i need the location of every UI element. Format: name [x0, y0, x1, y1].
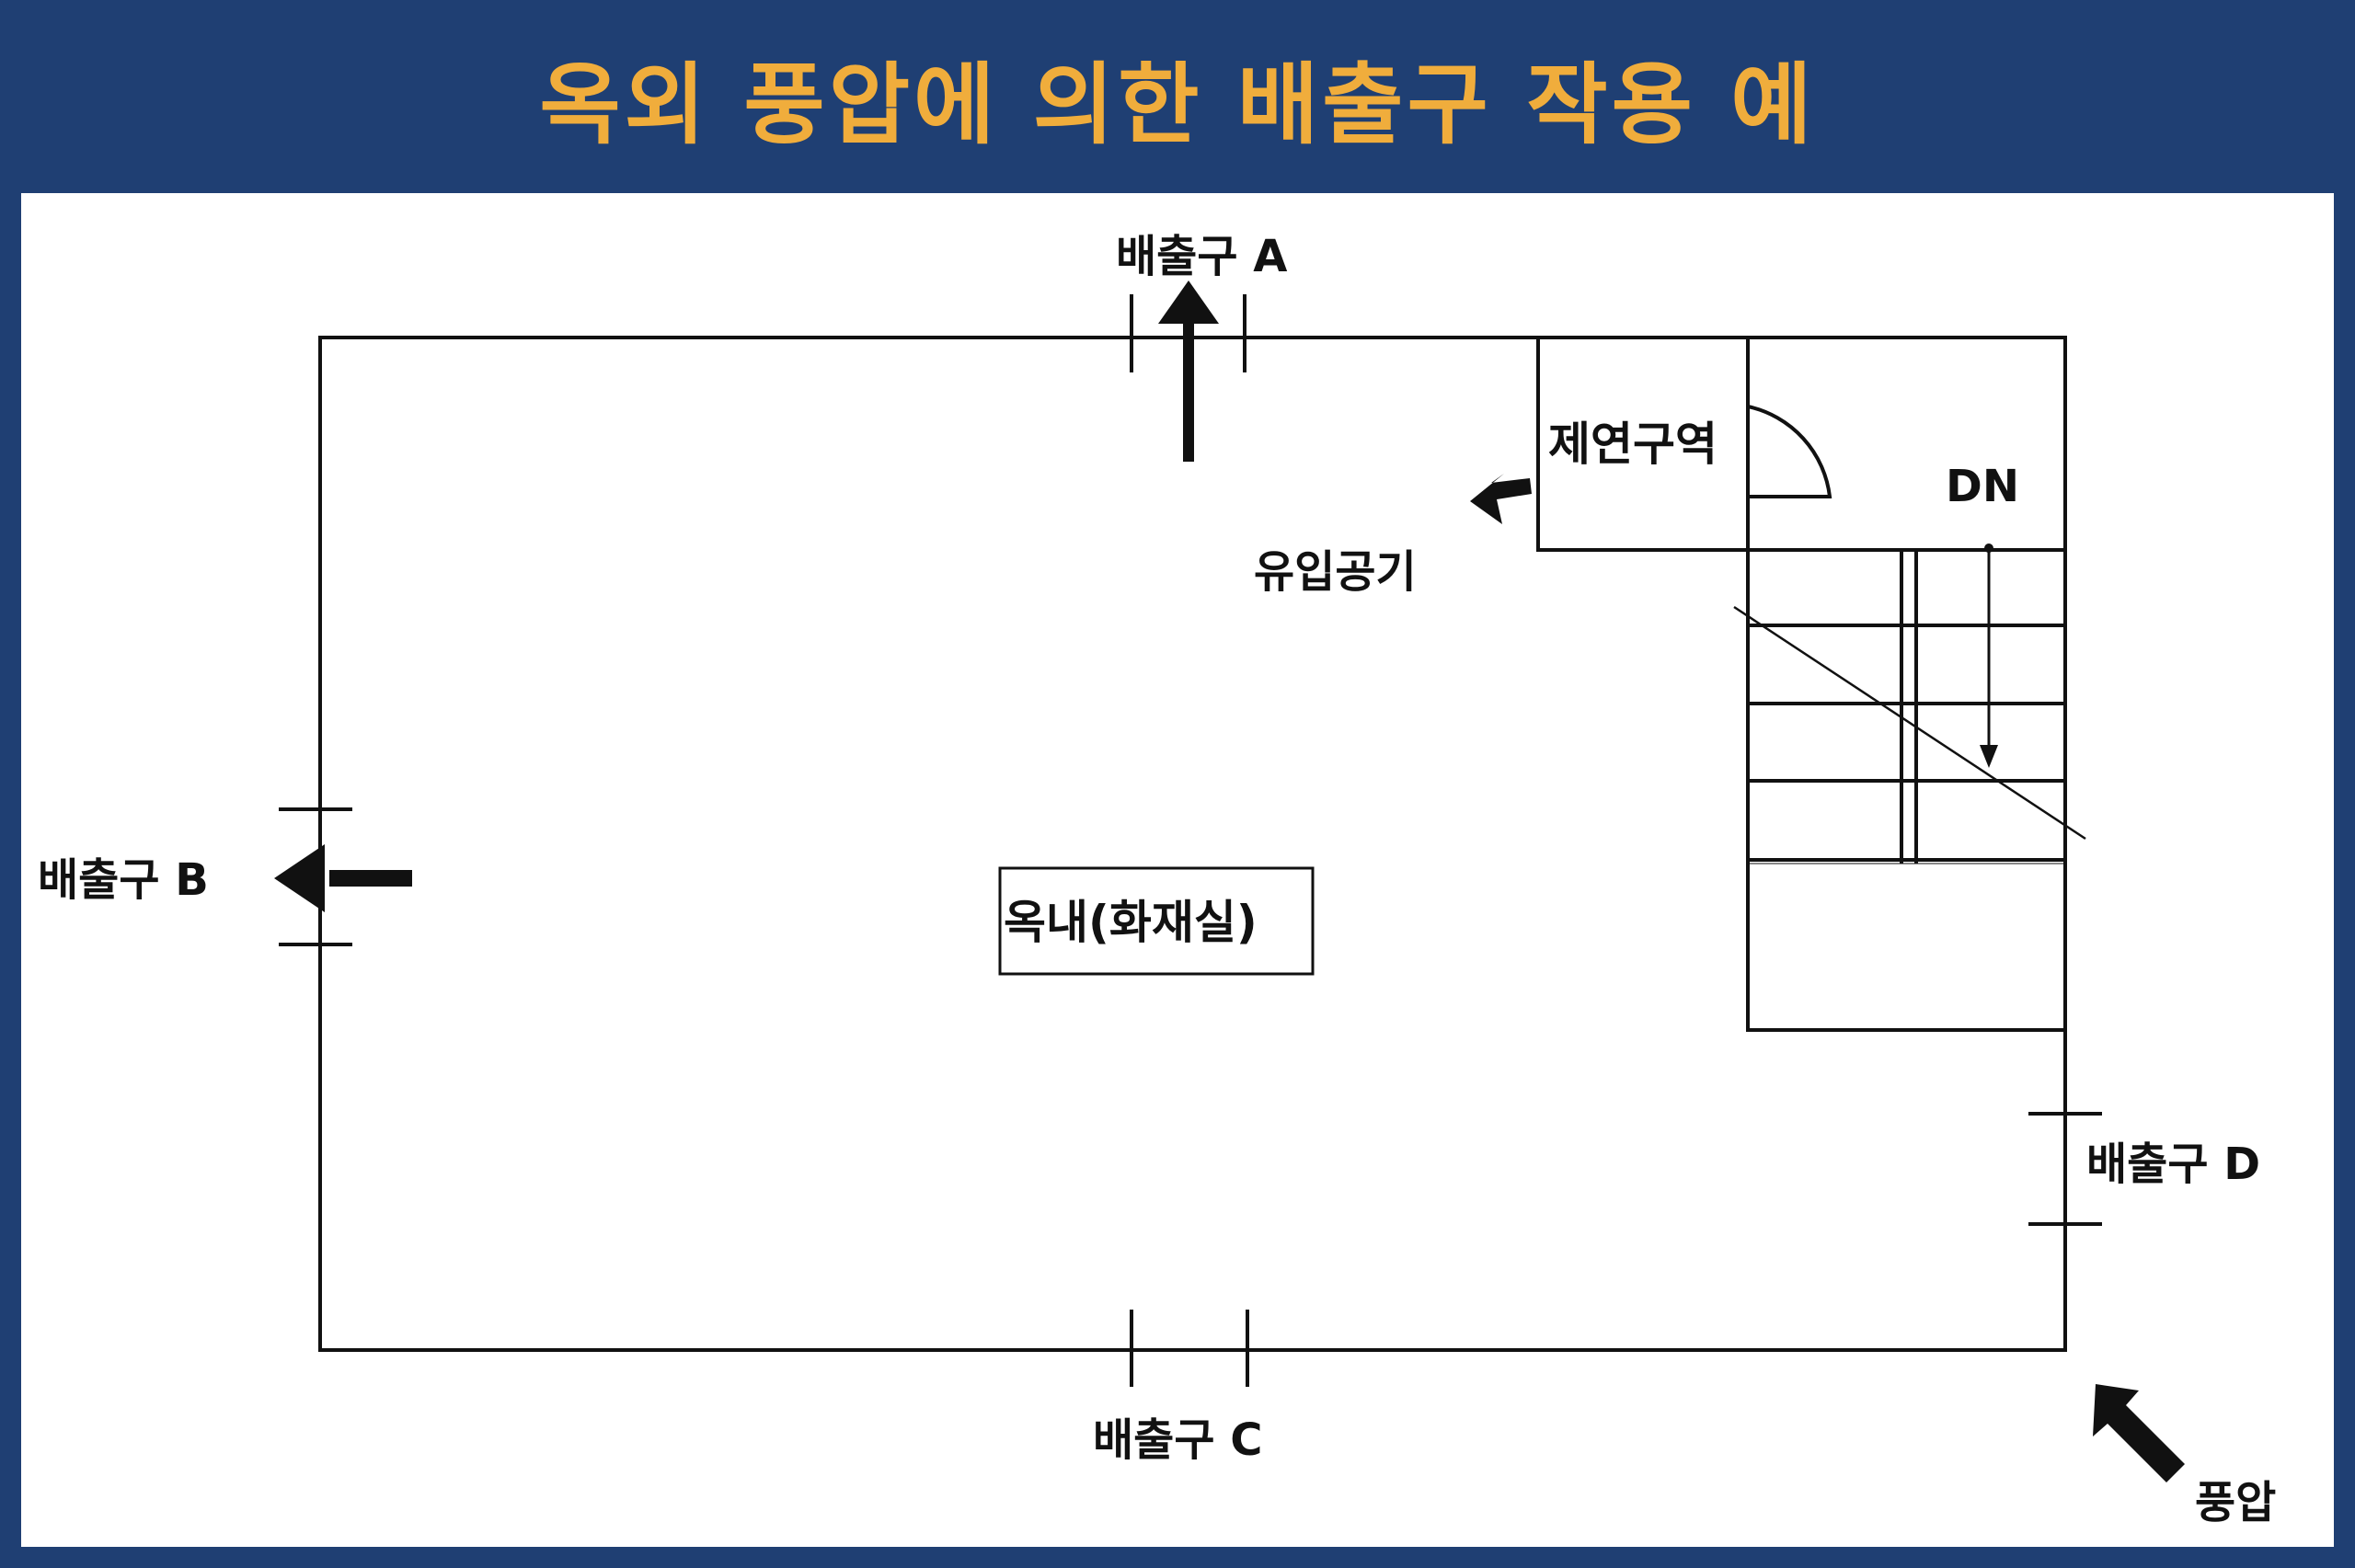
smoke-zone-outline — [1536, 338, 1750, 552]
wind-pressure-label: 풍압 — [2195, 1477, 2276, 1528]
outlet-b-label: 배출구 B — [38, 854, 209, 906]
outlet-a-label: 배출구 A — [1116, 231, 1287, 282]
inflow-arrow — [1470, 474, 1532, 524]
diagram-panel: 배출구 A 배출구 B 배출구 C 배출구 D 제연구역 유입공기 DN 옥내(… — [21, 193, 2334, 1547]
inflow-air-label: 유입공기 — [1254, 546, 1417, 598]
room-label-box — [998, 866, 1315, 976]
wind-pressure-arrow — [2093, 1384, 2185, 1482]
outlet-b-arrow-shaft — [329, 870, 412, 887]
dn-label: DN — [1946, 461, 2019, 512]
smoke-zone-label: 제연구역 — [1548, 418, 1717, 471]
room-label: 옥내(화재실) — [1004, 896, 1258, 949]
dn-arrow-head — [1980, 745, 1998, 768]
outlet-a-arrow-head — [1158, 280, 1219, 324]
dn-start-dot — [1984, 544, 1993, 553]
building-outline — [318, 336, 2067, 1352]
stair-cut-line — [1733, 605, 2086, 841]
outlet-a-arrow-shaft — [1183, 296, 1194, 462]
outlet-d-label: 배출구 D — [2086, 1139, 2260, 1190]
floor-plan-diagram: 배출구 A 배출구 B 배출구 C 배출구 D 제연구역 유입공기 DN 옥내(… — [38, 231, 2276, 1528]
outlet-b-arrow-head — [274, 844, 325, 912]
door-swing-arc — [1747, 405, 1832, 498]
stair-block — [1746, 548, 2067, 1032]
outlet-c-label: 배출구 C — [1093, 1414, 1262, 1466]
page-title: 옥외 풍압에 의한 배출구 작용 예 — [539, 52, 1816, 156]
